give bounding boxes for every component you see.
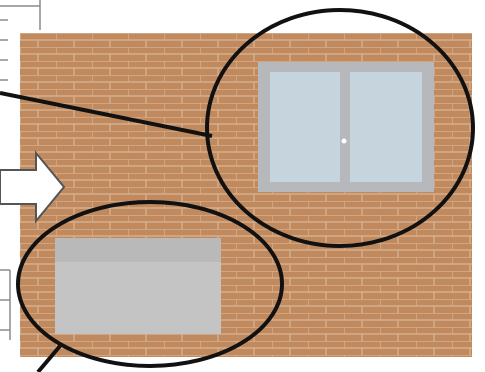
window-icon bbox=[258, 62, 434, 192]
wall-panel-icon bbox=[55, 238, 221, 334]
